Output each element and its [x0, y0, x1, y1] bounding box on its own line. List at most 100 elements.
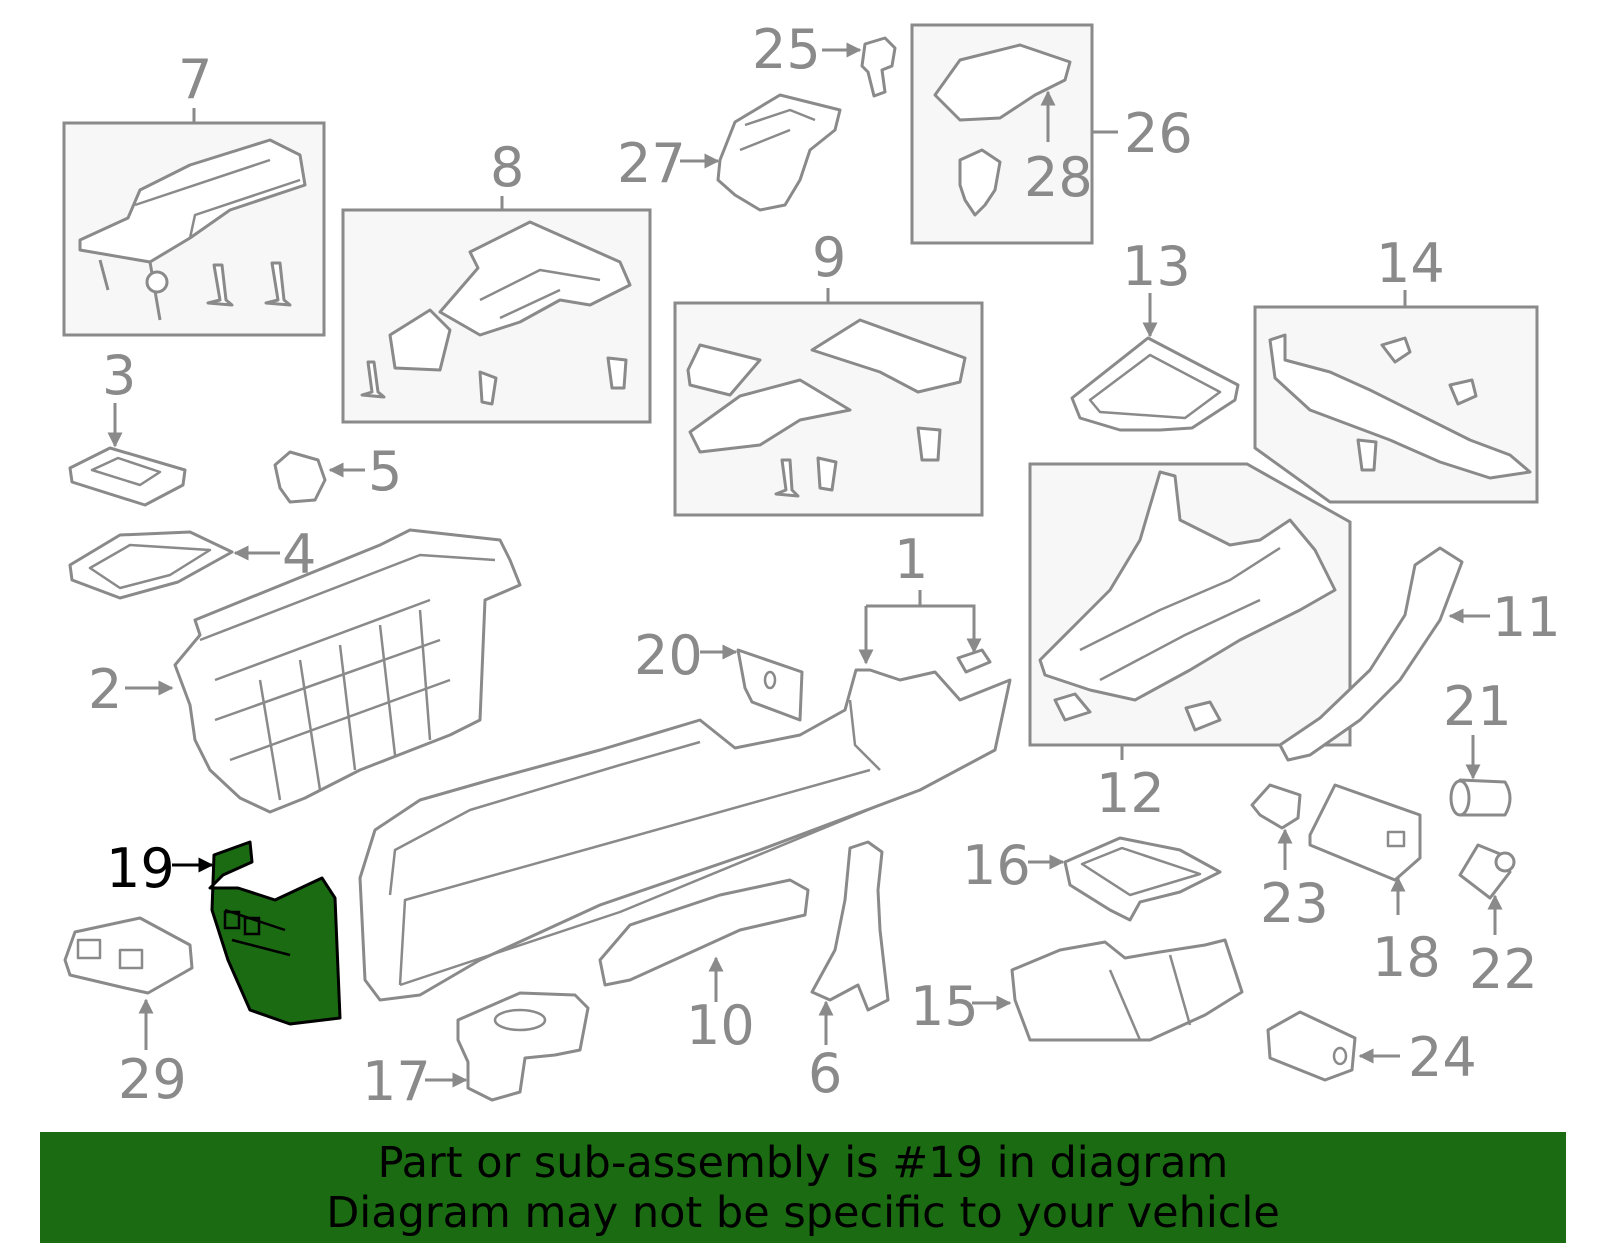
banner-line-2: Diagram may not be specific to your vehi… [326, 1187, 1280, 1238]
group-15: 15 [910, 938, 1244, 1042]
mat-16 [1063, 836, 1222, 922]
clip-9a [816, 456, 838, 492]
trim-9a [686, 343, 762, 397]
shift-bezel-8 [438, 220, 632, 337]
bracket-6 [810, 840, 890, 1012]
clip-12b [1184, 700, 1222, 732]
group-22: 22 [1458, 843, 1538, 1001]
group-26: 26 28 [910, 23, 1193, 245]
switch-29 [63, 916, 194, 995]
callout-9[interactable]: 9 [812, 226, 846, 289]
clip-14c [1356, 438, 1378, 472]
callout-8[interactable]: 8 [490, 136, 524, 199]
mat-13 [1070, 336, 1240, 432]
clip-5 [273, 450, 327, 504]
pin-b [264, 261, 292, 307]
callout-13[interactable]: 13 [1122, 235, 1191, 298]
trim-strip-11 [1278, 546, 1464, 762]
group-13: 13 [1070, 235, 1240, 432]
callout-14[interactable]: 14 [1376, 232, 1445, 295]
button-28 [958, 148, 1002, 217]
console-frame-2 [173, 528, 522, 814]
callout-23[interactable]: 23 [1260, 872, 1329, 935]
trim-piece-8 [388, 308, 452, 372]
callout-22[interactable]: 22 [1469, 938, 1538, 1001]
bracket-20 [736, 648, 804, 722]
pin-a [206, 263, 234, 307]
group-10: 10 [598, 878, 810, 1057]
group-12: 12 [1028, 462, 1352, 825]
callout-24[interactable]: 24 [1408, 1026, 1477, 1089]
group-25: 25 [752, 18, 897, 98]
callout-15[interactable]: 15 [910, 975, 979, 1038]
highlighted-part-19[interactable] [208, 840, 342, 1026]
armrest-hinge-hole [145, 270, 169, 294]
callout-25[interactable]: 25 [752, 18, 821, 81]
armrest-lid [78, 138, 307, 264]
callout-21[interactable]: 21 [1443, 675, 1512, 738]
console-base-12 [1038, 470, 1337, 702]
callout-10[interactable]: 10 [686, 994, 755, 1057]
duct-15 [1010, 938, 1244, 1042]
group-18: 18 [1308, 783, 1441, 989]
group-1: 1 [358, 528, 1012, 1002]
group-21: 21 [1443, 675, 1512, 817]
group-14: 14 [1253, 232, 1539, 504]
callout-26[interactable]: 26 [1124, 102, 1193, 165]
usb-24 [1266, 1010, 1357, 1082]
group-24: 24 [1266, 1010, 1477, 1089]
bracket-14 [1268, 333, 1532, 480]
callout-12[interactable]: 12 [1096, 762, 1165, 825]
clip-25 [860, 36, 897, 98]
clip-8b [606, 356, 628, 390]
callout-29[interactable]: 29 [118, 1048, 187, 1111]
group-8: 8 [341, 136, 652, 424]
clip-1 [956, 648, 992, 674]
group-27: 27 [617, 93, 842, 212]
clip-14b [1448, 378, 1478, 406]
callout-16[interactable]: 16 [962, 834, 1031, 897]
group-3: 3 [68, 344, 187, 507]
screw-8 [360, 360, 386, 399]
callout-28[interactable]: 28 [1024, 146, 1093, 209]
callout-2[interactable]: 2 [88, 658, 122, 721]
callout-19[interactable]: 19 [106, 837, 175, 900]
group-7: 7 [62, 48, 326, 337]
group-2: 2 [88, 528, 522, 814]
handle-10 [598, 878, 810, 987]
info-banner: Part or sub-assembly is #19 in diagram D… [40, 1132, 1566, 1243]
console-panel-1 [358, 668, 1012, 1002]
group-20: 20 [634, 624, 804, 722]
group-17: 17 [362, 991, 590, 1113]
callout-11[interactable]: 11 [1492, 586, 1561, 649]
callout-18[interactable]: 18 [1372, 926, 1441, 989]
callout-5[interactable]: 5 [368, 440, 402, 503]
trim-9c [688, 378, 852, 454]
callout-6[interactable]: 6 [808, 1042, 842, 1105]
group-5: 5 [273, 440, 402, 504]
callout-3[interactable]: 3 [102, 344, 136, 407]
group-19: 19 [106, 837, 342, 1026]
callout-17[interactable]: 17 [362, 1050, 431, 1113]
clip-23 [1250, 783, 1302, 830]
bracket-18 [1308, 783, 1422, 882]
group-6: 6 [808, 840, 890, 1105]
tray-3 [68, 446, 187, 507]
switch-panel-26 [933, 43, 1072, 122]
callout-27[interactable]: 27 [617, 132, 686, 195]
callout-1[interactable]: 1 [894, 528, 928, 591]
switch-panel-27 [716, 93, 842, 212]
group-29: 29 [63, 916, 194, 1111]
callout-20[interactable]: 20 [634, 624, 703, 687]
clip-14a [1380, 336, 1412, 364]
clip-9b [916, 426, 942, 462]
clip-12a [1053, 692, 1092, 722]
group-16: 16 [962, 834, 1222, 922]
cupholder-17 [456, 991, 590, 1102]
banner-line-1: Part or sub-assembly is #19 in diagram [377, 1137, 1229, 1188]
callout-7[interactable]: 7 [178, 48, 212, 111]
group-4: 4 [68, 523, 316, 600]
group-23: 23 [1250, 783, 1329, 935]
group-11: 11 [1278, 546, 1561, 762]
